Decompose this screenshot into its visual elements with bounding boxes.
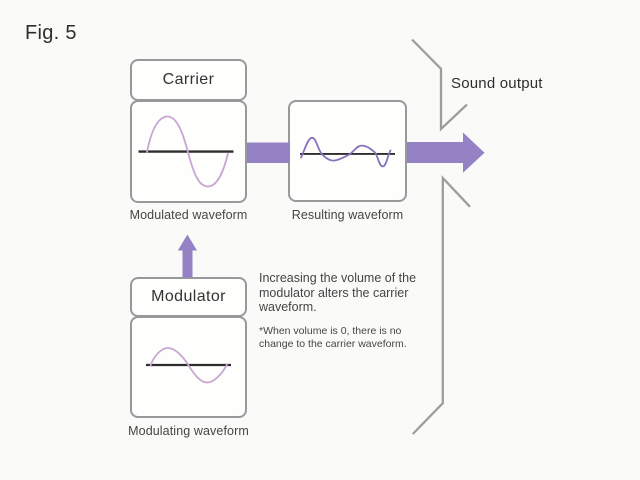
modulator-box: Modulator — [130, 277, 247, 317]
resulting-waveform-caption: Resulting waveform — [291, 208, 404, 222]
resulting-waveform-box — [288, 100, 407, 202]
carrier-box: Carrier — [130, 59, 247, 101]
annotation-text: Increasing the volume of the modulator a… — [259, 271, 417, 314]
modulating-waveform-box — [130, 316, 247, 418]
modulator-up-arrow-icon — [177, 234, 197, 278]
carrier-to-result-connector — [247, 142, 290, 163]
annotation-footnote: *When volume is 0, there is no change to… — [259, 325, 407, 350]
modulating-waveform-caption: Modulating waveform — [128, 424, 249, 438]
carrier-box-label: Carrier — [162, 71, 215, 88]
sound-output-arrow-icon — [407, 132, 485, 173]
modulated-waveform-caption: Modulated waveform — [129, 208, 248, 222]
sound-output-label: Sound output — [451, 75, 543, 92]
modulator-box-label: Modulator — [151, 288, 226, 305]
modulated-waveform-box — [130, 100, 247, 203]
figure-label: Fig. 5 — [25, 22, 77, 44]
